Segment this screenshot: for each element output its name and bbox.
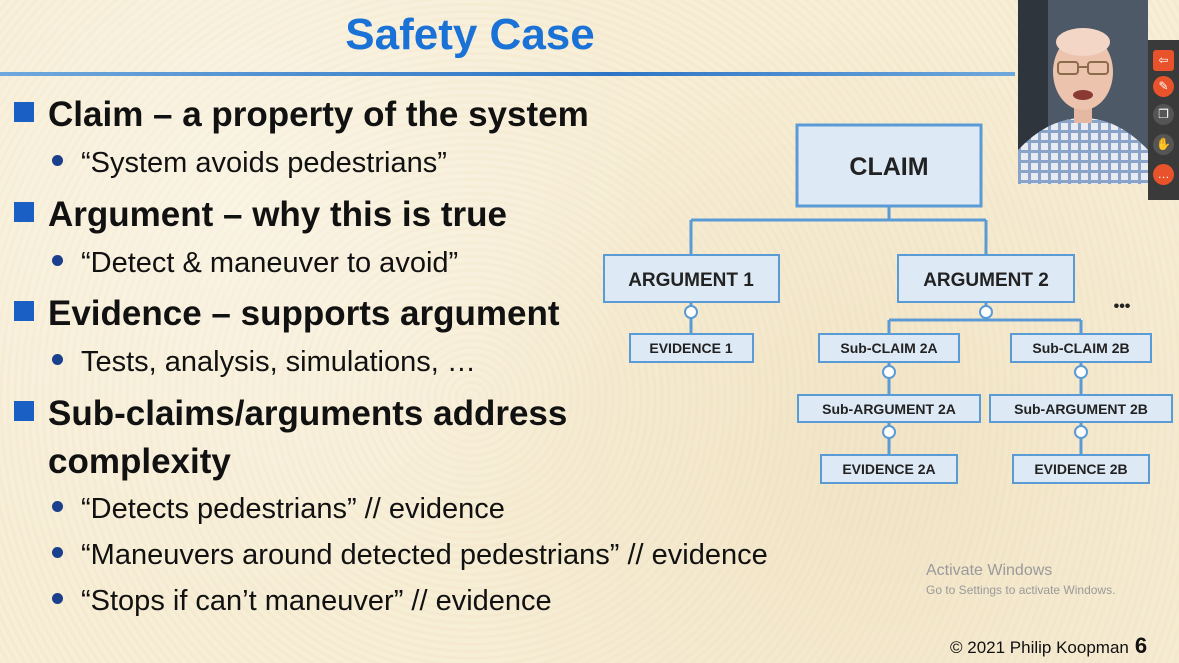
sub-argument-2a-label: Sub-ARGUMENT 2A xyxy=(822,401,956,417)
evidence-2a-label: EVIDENCE 2A xyxy=(842,461,935,477)
sub-bullet-stops: “Stops if can’t maneuver” // evidence xyxy=(52,585,552,618)
bullet-subclaims: Sub-claims/arguments address xyxy=(14,394,567,434)
bullet-text: Argument – why this is true xyxy=(48,195,507,234)
argument-1-label: ARGUMENT 1 xyxy=(628,270,754,291)
round-bullet-icon xyxy=(52,354,63,365)
bullet-text: Evidence – supports argument xyxy=(48,294,560,333)
sub-bullet-system-avoids: “System avoids pedestrians” xyxy=(52,147,447,180)
raise-hand-icon[interactable]: ✋ xyxy=(1153,134,1174,155)
slide-title: Safety Case xyxy=(345,10,595,59)
square-bullet-icon xyxy=(14,401,34,421)
evidence-1-label: EVIDENCE 1 xyxy=(649,340,732,356)
exit-icon[interactable]: ⇦ xyxy=(1153,50,1174,71)
presenter-video[interactable] xyxy=(1018,0,1148,184)
sub-claim-2a-box: Sub-CLAIM 2A xyxy=(818,333,960,363)
title-divider xyxy=(0,72,1015,76)
evidence-2b-box: EVIDENCE 2B xyxy=(1012,454,1150,484)
sub-argument-2b-label: Sub-ARGUMENT 2B xyxy=(1014,401,1148,417)
bullet-subclaims-continued: complexity xyxy=(48,442,231,481)
square-bullet-icon xyxy=(14,202,34,222)
sub-bullet-detects-pedestrians: “Detects pedestrians” // evidence xyxy=(52,493,505,526)
diagram-junction-nodes xyxy=(684,305,1088,439)
microphone-muted-icon[interactable]: ✎ xyxy=(1153,76,1174,97)
bullet-argument: Argument – why this is true xyxy=(14,195,507,235)
bullet-text: “Detect & maneuver to avoid” xyxy=(81,247,459,279)
sub-argument-2b-box: Sub-ARGUMENT 2B xyxy=(989,394,1173,423)
round-bullet-icon xyxy=(52,155,63,166)
bullet-claim: Claim – a property of the system xyxy=(14,95,589,135)
round-bullet-icon xyxy=(52,255,63,266)
presenter-avatar xyxy=(1018,0,1148,184)
sub-claim-2a-label: Sub-CLAIM 2A xyxy=(840,340,937,356)
claim-label: CLAIM xyxy=(849,153,928,181)
watermark-title: Activate Windows xyxy=(926,562,1053,579)
claim-box: CLAIM xyxy=(795,123,983,208)
round-bullet-icon xyxy=(52,593,63,604)
bullet-text: Sub-claims/arguments address xyxy=(48,394,568,433)
activate-windows-watermark: Activate Windows Go to Settings to activ… xyxy=(926,562,1115,597)
meeting-toolbar: ⇦ ✎ ❐ ✋ … xyxy=(1148,40,1179,200)
sub-claim-2b-box: Sub-CLAIM 2B xyxy=(1010,333,1152,363)
argument-2-label: ARGUMENT 2 xyxy=(923,270,1049,291)
bullet-text: Claim – a property of the system xyxy=(48,95,589,134)
bullet-text: “Maneuvers around detected pedestrians” … xyxy=(81,539,768,571)
sub-bullet-maneuvers-around: “Maneuvers around detected pedestrians” … xyxy=(52,539,768,572)
slide-footer: © 2021 Philip Koopman 6 xyxy=(950,633,1147,659)
bullet-evidence: Evidence – supports argument xyxy=(14,294,560,334)
bullet-text: “System avoids pedestrians” xyxy=(81,147,447,179)
sub-claim-2b-label: Sub-CLAIM 2B xyxy=(1032,340,1129,356)
watermark-subtitle: Go to Settings to activate Windows. xyxy=(926,583,1116,597)
more-arguments-ellipsis: ••• xyxy=(1114,298,1131,315)
bullet-text: “Stops if can’t maneuver” // evidence xyxy=(81,585,552,617)
round-bullet-icon xyxy=(52,547,63,558)
sub-argument-2a-box: Sub-ARGUMENT 2A xyxy=(797,394,981,423)
bullet-text: “Detects pedestrians” // evidence xyxy=(81,493,505,525)
round-bullet-icon xyxy=(52,501,63,512)
sub-bullet-detect-maneuver: “Detect & maneuver to avoid” xyxy=(52,247,458,280)
square-bullet-icon xyxy=(14,301,34,321)
argument-1-box: ARGUMENT 1 xyxy=(603,254,780,303)
evidence-2b-label: EVIDENCE 2B xyxy=(1034,461,1127,477)
screen-share-icon[interactable]: ❐ xyxy=(1153,104,1174,125)
argument-2-box: ARGUMENT 2 xyxy=(897,254,1075,303)
bullet-text: Tests, analysis, simulations, … xyxy=(81,346,476,378)
chat-icon[interactable]: … xyxy=(1153,164,1174,185)
evidence-1-box: EVIDENCE 1 xyxy=(629,333,754,363)
evidence-2a-box: EVIDENCE 2A xyxy=(820,454,958,484)
copyright-text: © 2021 Philip Koopman xyxy=(950,638,1129,657)
sub-bullet-tests: Tests, analysis, simulations, … xyxy=(52,346,476,379)
page-number: 6 xyxy=(1134,633,1148,658)
square-bullet-icon xyxy=(14,102,34,122)
